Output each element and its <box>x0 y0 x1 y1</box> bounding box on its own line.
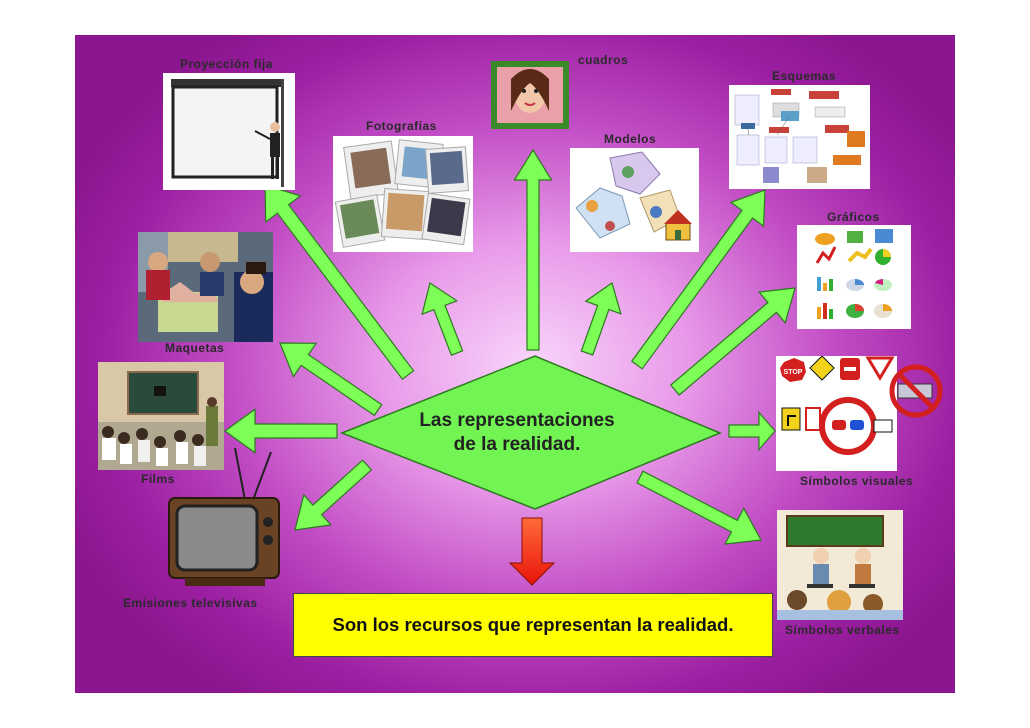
slide-background: Proyección fija cuadros Esquemas <box>75 35 955 693</box>
label-maquetas: Maquetas <box>165 341 225 355</box>
center-title-line1: Las representaciones <box>419 410 615 431</box>
label-proyeccion-fija: Proyección fija <box>180 57 273 71</box>
center-title: Las representaciones de la realidad. <box>387 409 647 457</box>
label-esquemas: Esquemas <box>772 69 837 83</box>
arrow-to-esquemas <box>630 189 766 370</box>
arrow-to-simbolos-verbales <box>636 470 762 545</box>
projection-screen-image <box>163 73 295 190</box>
verbal-symbols-cartoon <box>777 510 903 620</box>
center-title-line2: de la realidad. <box>453 434 581 455</box>
photographs-image <box>333 136 473 252</box>
definition-text: Son los recursos que representan la real… <box>332 614 734 635</box>
arrow-to-simbolos-visuales <box>728 410 776 452</box>
label-fotografias: Fotografías <box>366 119 437 133</box>
arrow-to-modelos <box>580 282 622 356</box>
school-models-photo <box>138 232 273 342</box>
models-image <box>570 148 699 252</box>
stop-sign-text: STOP <box>784 369 803 376</box>
label-films: Films <box>141 472 175 486</box>
arrow-to-maquetas <box>279 342 383 417</box>
television-image <box>167 448 285 588</box>
label-simbolos-visuales: Símbolos visuales <box>800 474 914 488</box>
label-emisiones-televisivas: Emisiones televisivas <box>123 596 258 610</box>
prohibition-sign-image <box>888 362 944 420</box>
center-diamond <box>339 355 722 510</box>
arrow-layer <box>223 148 796 586</box>
painting-portrait-image <box>489 59 571 131</box>
label-modelos: Modelos <box>604 132 657 146</box>
arrow-to-proyeccion <box>264 184 415 381</box>
arrow-to-films <box>223 408 338 454</box>
traffic-signs-image: STOP <box>776 356 897 471</box>
classroom-film-photo <box>98 362 224 470</box>
down-arrow <box>508 517 556 586</box>
arrow-to-cuadros <box>513 148 553 351</box>
concept-map-image <box>729 85 870 189</box>
label-simbolos-verbales: Símbolos verbales <box>785 623 900 637</box>
label-graficos: Gráficos <box>827 210 880 224</box>
definition-box: Son los recursos que representan la real… <box>293 593 773 657</box>
charts-icons-image <box>797 225 911 329</box>
label-cuadros: cuadros <box>578 53 629 67</box>
arrow-to-graficos <box>669 287 796 396</box>
arrow-to-fotografias <box>421 282 464 356</box>
arrow-to-emisiones <box>294 459 373 531</box>
